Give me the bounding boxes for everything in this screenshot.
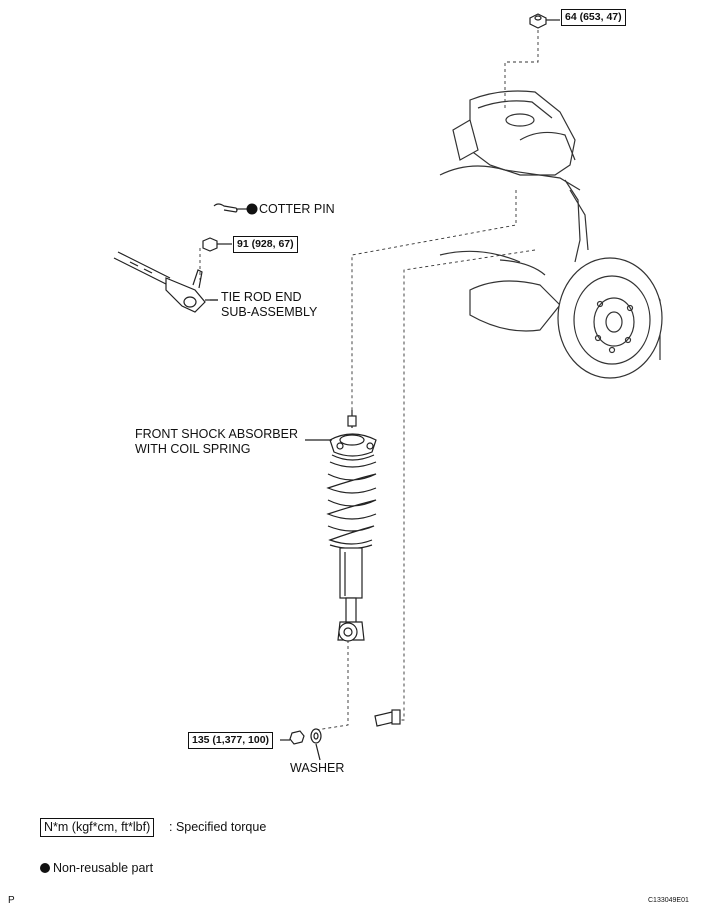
figure-code: C133049E01 xyxy=(648,897,689,904)
nonreusable-legend: Non-reusable part xyxy=(40,861,153,876)
washer-label: WASHER xyxy=(290,761,345,775)
torque-legend-box: N*m (kgf*cm, ft*lbf) xyxy=(40,818,155,837)
tie-rod-nut-torque: 91 (928, 67) xyxy=(233,236,298,253)
suspension-assembly-sketch xyxy=(439,90,663,379)
tie-rod-end xyxy=(113,251,218,313)
nonreusable-dot-icon xyxy=(40,863,50,873)
lower-bolt xyxy=(374,709,401,727)
top-nut xyxy=(529,13,560,29)
top-nut-torque: 64 (653, 47) xyxy=(561,9,626,26)
shock-absorber xyxy=(326,410,377,642)
cotter-pin-nonreusable-dot xyxy=(246,203,258,215)
nonreusable-legend-text: Non-reusable part xyxy=(53,861,154,875)
shock-absorber-label-1: FRONT SHOCK ABSORBER xyxy=(135,427,298,441)
cotter-pin-label: COTTER PIN xyxy=(259,202,335,216)
tie-rod-end-label-2: SUB-ASSEMBLY xyxy=(221,305,318,319)
alignment-lines xyxy=(199,30,539,731)
lower-bolt-torque: 135 (1,377, 100) xyxy=(188,732,274,749)
washer xyxy=(310,728,322,761)
shock-absorber-label-2: WITH COIL SPRING xyxy=(135,442,251,456)
tie-rod-end-label-1: TIE ROD END xyxy=(221,290,302,304)
lower-nut xyxy=(280,730,305,745)
tie-rod-nut xyxy=(202,237,232,252)
page-mark: P xyxy=(8,895,15,906)
torque-legend-text: : Specified torque xyxy=(169,820,267,834)
cotter-pin xyxy=(213,203,250,213)
